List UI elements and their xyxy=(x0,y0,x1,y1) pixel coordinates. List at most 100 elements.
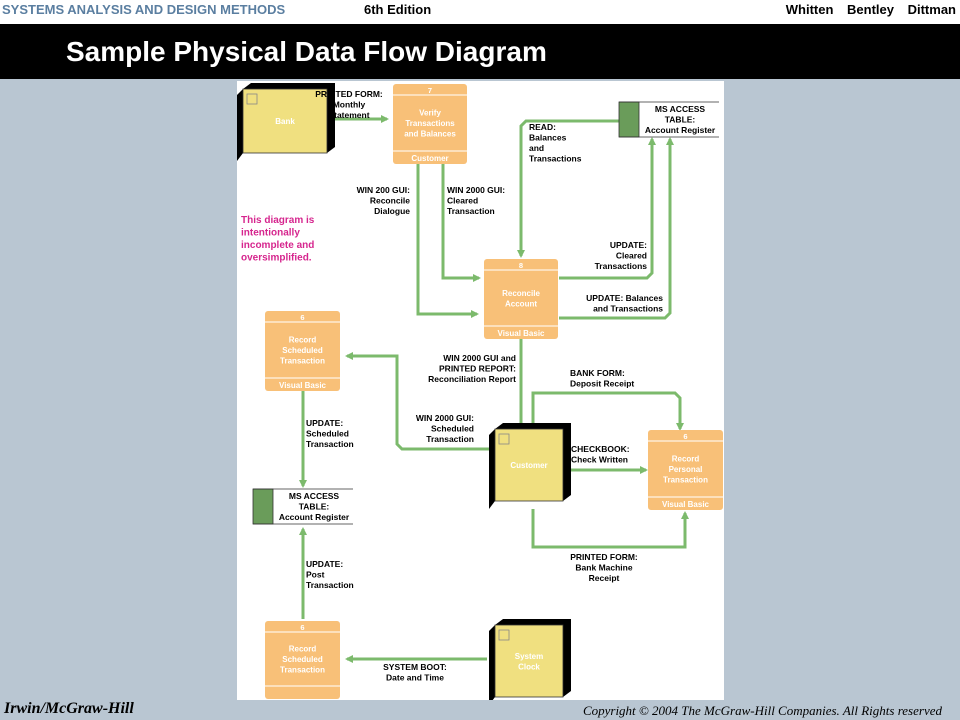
process-record-personal-name-line: Record xyxy=(672,455,700,464)
flow-read-balances xyxy=(517,119,622,258)
external-bank: Bank xyxy=(237,83,335,161)
process-record-scheduled-top-impl: Visual Basic xyxy=(279,381,327,390)
title-accent xyxy=(0,24,66,79)
external-system-clock-label-line: System xyxy=(515,652,543,661)
process-record-personal-name-line: Personal xyxy=(669,465,703,474)
label-win2000-cleared-line: Transaction xyxy=(447,206,495,216)
flow-arrows xyxy=(299,115,689,663)
label-win2000-cleared-line: Cleared xyxy=(447,196,478,206)
diagram-shapes: BankCustomerSystemClock7VerifyTransactio… xyxy=(237,83,723,700)
diagram-note-line: oversimplified. xyxy=(241,253,312,264)
label-printed-form-atm-line: Receipt xyxy=(589,573,620,583)
process-record-scheduled-bottom-name-line: Transaction xyxy=(280,666,325,675)
process-record-scheduled-top-number-line: 6 xyxy=(300,313,304,322)
flow-atm-receipt xyxy=(531,509,689,549)
process-record-scheduled-top-name-line: Transaction xyxy=(280,357,325,366)
process-record-scheduled-bottom-number: 6 xyxy=(300,623,304,632)
publisher: Irwin/McGraw-Hill xyxy=(4,700,134,717)
label-update-scheduled-line: Transaction xyxy=(306,439,354,449)
label-win2000-report-line: WIN 2000 GUI and xyxy=(443,353,516,363)
label-win2000-report-line: PRINTED REPORT: xyxy=(439,364,516,374)
label-win200-reconcile-line: WIN 200 GUI: xyxy=(357,185,411,195)
process-record-scheduled-top-number: 6 xyxy=(300,313,304,322)
process-verify-name-line: Transactions xyxy=(405,119,455,128)
label-update-scheduled-line: Scheduled xyxy=(306,429,349,439)
process-reconcile-name-line: Account xyxy=(505,299,537,308)
external-bank-label: Bank xyxy=(275,117,295,126)
label-system-boot-line: Date and Time xyxy=(386,673,444,683)
process-record-scheduled-top-box xyxy=(265,311,340,391)
external-customer-corner xyxy=(498,433,510,445)
flow-cleared-transaction xyxy=(441,161,481,282)
process-verify-name-line: Verify xyxy=(419,109,441,118)
diagram-note-line: This diagram is xyxy=(241,215,315,226)
process-reconcile-number-line: 8 xyxy=(519,261,523,270)
label-win2000-report-line: Reconciliation Report xyxy=(428,374,516,384)
process-record-scheduled-bottom-box xyxy=(265,621,340,699)
process-record-personal-impl: Visual Basic xyxy=(662,500,710,509)
flow-reconcile-dialogue xyxy=(416,161,479,318)
external-customer-face xyxy=(494,428,564,502)
label-update-cleared-line: Transactions xyxy=(595,261,648,271)
book-edition: 6th Edition xyxy=(364,2,432,17)
external-system-clock-face xyxy=(494,624,564,698)
label-update-post-line: UPDATE: xyxy=(306,559,343,569)
label-read-balances-line: Transactions xyxy=(529,154,582,164)
label-update-post-line: Transaction xyxy=(306,580,354,590)
label-printed-form-monthly-line: PRINTED FORM: xyxy=(315,89,383,99)
process-reconcile-impl: Visual Basic xyxy=(498,329,546,338)
process-record-personal-number: 6 xyxy=(683,432,687,441)
store-account-register-middle-tab xyxy=(252,488,274,525)
copyright: Copyright © 2004 The McGraw-Hill Compani… xyxy=(582,703,942,718)
label-system-boot: SYSTEM BOOT:Date and Time xyxy=(383,662,447,683)
flow-scheduled-transaction xyxy=(345,352,490,451)
authors: Whitten Bentley Dittman xyxy=(785,2,956,17)
label-win200-reconcile-line: Reconcile xyxy=(370,196,410,206)
label-win2000-scheduled-line: WIN 2000 GUI: xyxy=(416,413,474,423)
flow-update-balances xyxy=(559,137,674,320)
store-account-register-top-label-line: TABLE: xyxy=(665,115,696,125)
external-bank-label-line: Bank xyxy=(275,117,295,126)
flow-update-cleared xyxy=(559,137,656,280)
label-update-cleared-line: UPDATE: xyxy=(610,240,647,250)
label-printed-form-monthly-line: Monthly xyxy=(333,100,366,110)
process-record-scheduled-bottom-name-line: Record xyxy=(289,645,317,654)
flow-deposit-receipt xyxy=(531,391,684,440)
process-record-personal-number-line: 6 xyxy=(683,432,687,441)
process-verify-number-line: 7 xyxy=(428,86,432,95)
process-reconcile-number: 8 xyxy=(519,261,523,270)
store-account-register-middle-label-line: Account Register xyxy=(279,512,350,522)
header-bar xyxy=(0,0,960,24)
slide-title: Sample Physical Data Flow Diagram xyxy=(66,36,547,67)
process-verify-impl: Customer xyxy=(411,154,448,163)
diagram-note-line: intentionally xyxy=(241,228,300,239)
store-account-register-top-label-line: MS ACCESS xyxy=(655,104,706,114)
label-update-post-line: Post xyxy=(306,570,325,580)
process-record-scheduled-bottom-name-line: Scheduled xyxy=(282,655,323,664)
label-update-balances-line: and Transactions xyxy=(593,304,663,314)
external-bank-corner xyxy=(246,93,258,105)
store-account-register-top-label-line: Account Register xyxy=(645,125,716,135)
label-win200-reconcile-line: Dialogue xyxy=(374,206,410,216)
label-win2000-scheduled-line: Scheduled xyxy=(431,424,474,434)
label-checkbook-line: Check Written xyxy=(571,455,628,465)
process-verify-impl-line: Customer xyxy=(411,154,448,163)
process-record-scheduled-top-name-line: Scheduled xyxy=(282,346,323,355)
label-read-balances-line: and xyxy=(529,143,544,153)
